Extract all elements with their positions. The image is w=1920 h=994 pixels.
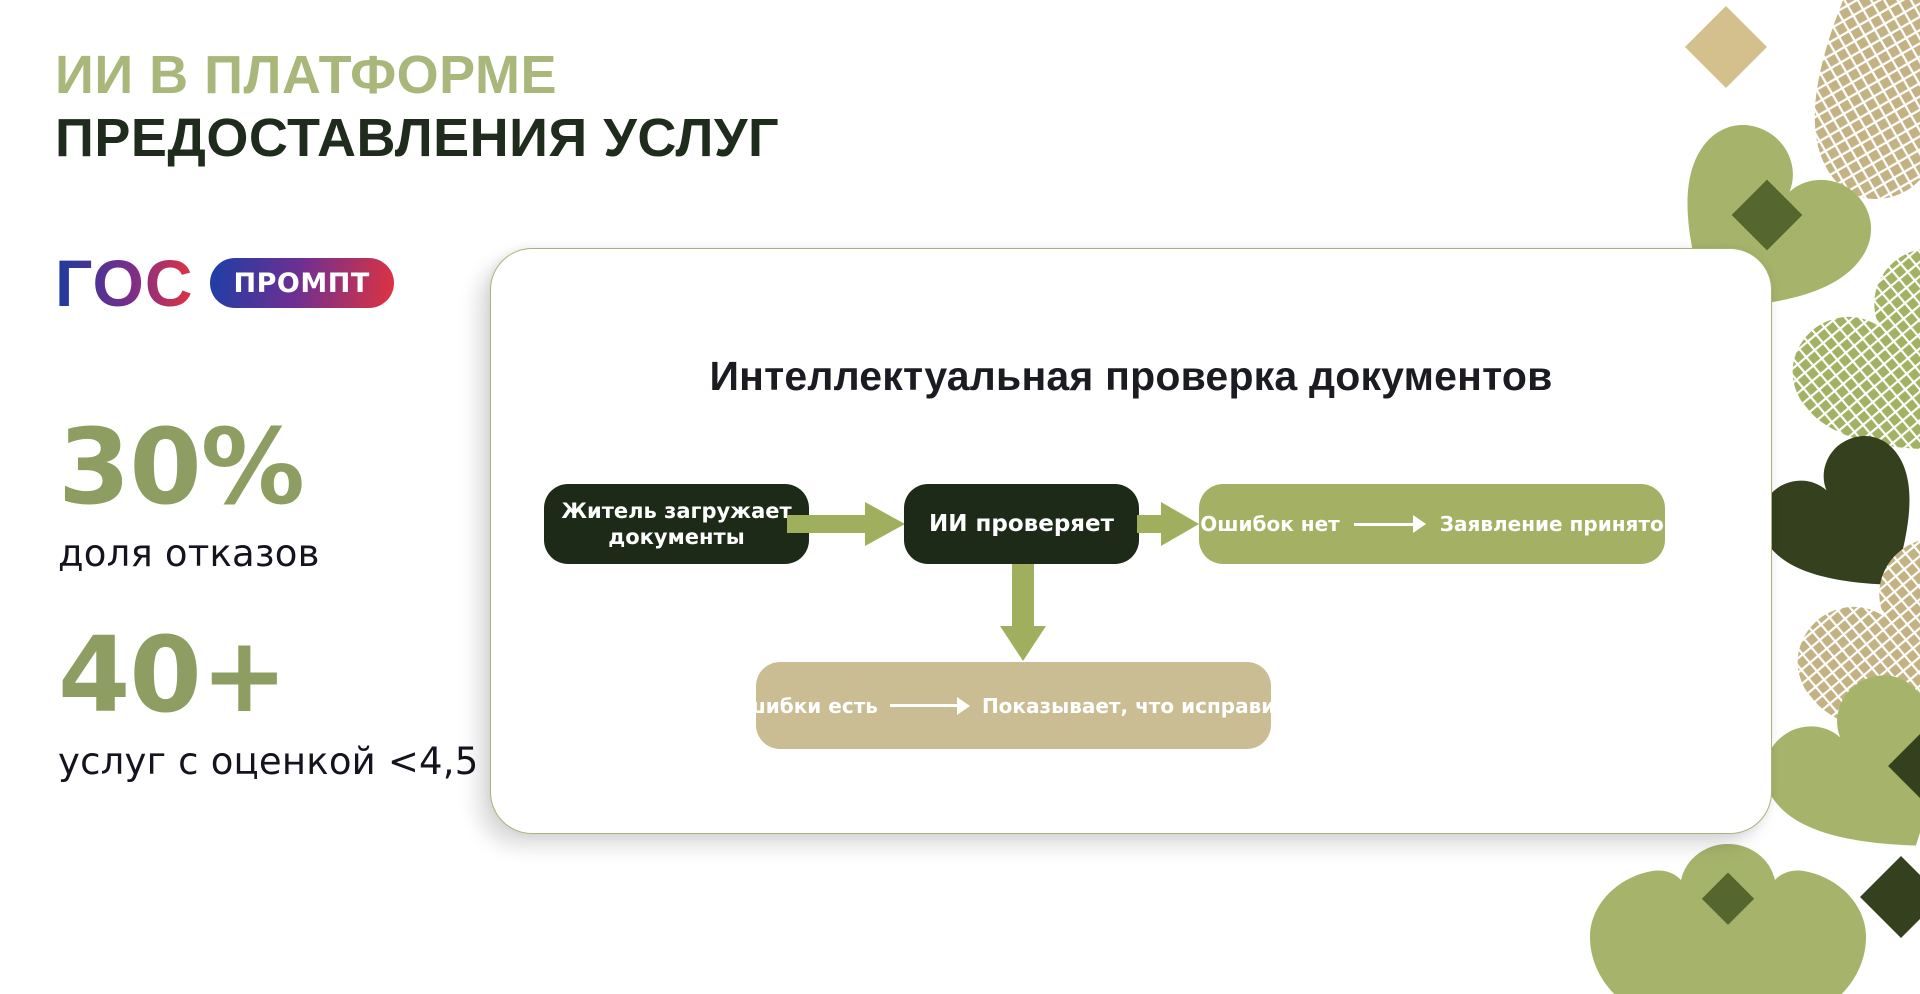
diamond-icon xyxy=(1859,855,1920,939)
flow-result-errors: Ошибки есть Показывает, что исправить xyxy=(728,662,1300,749)
page-title: ИИ В ПЛАТФОРМЕ ПРЕДОСТАВЛЕНИЯ УСЛУГ xyxy=(55,44,779,170)
flow-result-success: Ошибок нет Заявление принято xyxy=(1199,484,1665,564)
document-check-card: Интеллектуальная проверка документов Жит… xyxy=(490,248,1772,834)
tulip-ornament-icon xyxy=(1589,844,1867,994)
logo-badge: ПРОМПТ xyxy=(209,258,394,308)
stat-value: 30% xyxy=(58,406,305,528)
arrow-right-icon xyxy=(1353,515,1426,533)
arrow-right-icon xyxy=(889,696,970,715)
stat-refusal-share: 30% доля отказов xyxy=(58,406,320,576)
stat-label: услуг с оценкой <4,5 xyxy=(58,740,479,784)
flow-result-success-right: Заявление принято xyxy=(1439,512,1664,536)
stat-low-rated-services: 40+ услуг с оценкой <4,5 xyxy=(58,614,479,784)
diamond-icon xyxy=(1731,179,1803,251)
diamond-icon xyxy=(1888,567,1920,635)
gosprompt-logo: ГОС ПРОМПТ xyxy=(55,250,394,316)
page-title-line-1: ИИ В ПЛАТФОРМЕ xyxy=(55,45,557,106)
arrow-right-icon xyxy=(1137,502,1199,546)
mosaic-heart-icon xyxy=(1792,248,1920,450)
stat-label: доля отказов xyxy=(58,532,320,576)
mosaic-heart-icon xyxy=(1797,538,1920,740)
arrow-down-icon xyxy=(1000,564,1046,661)
card-title: Интеллектуальная проверка документов xyxy=(709,353,1553,399)
flow-result-errors-right: Показывает, что исправить xyxy=(981,693,1300,718)
page-title-line-2: ПРЕДОСТАВЛЕНИЯ УСЛУГ xyxy=(55,108,780,169)
flow-step-ai-check: ИИ проверяет xyxy=(904,484,1139,564)
diamond-icon xyxy=(1888,732,1920,800)
diamond-icon xyxy=(1684,5,1768,89)
flow-result-errors-left: Ошибки есть xyxy=(727,693,878,718)
flow-result-success-left: Ошибок нет xyxy=(1200,512,1340,536)
logo-text: ГОС xyxy=(55,246,194,320)
flow-step-upload: Житель загружает документы xyxy=(544,484,809,564)
arrow-right-icon xyxy=(787,502,905,546)
stat-value: 40+ xyxy=(58,614,288,736)
